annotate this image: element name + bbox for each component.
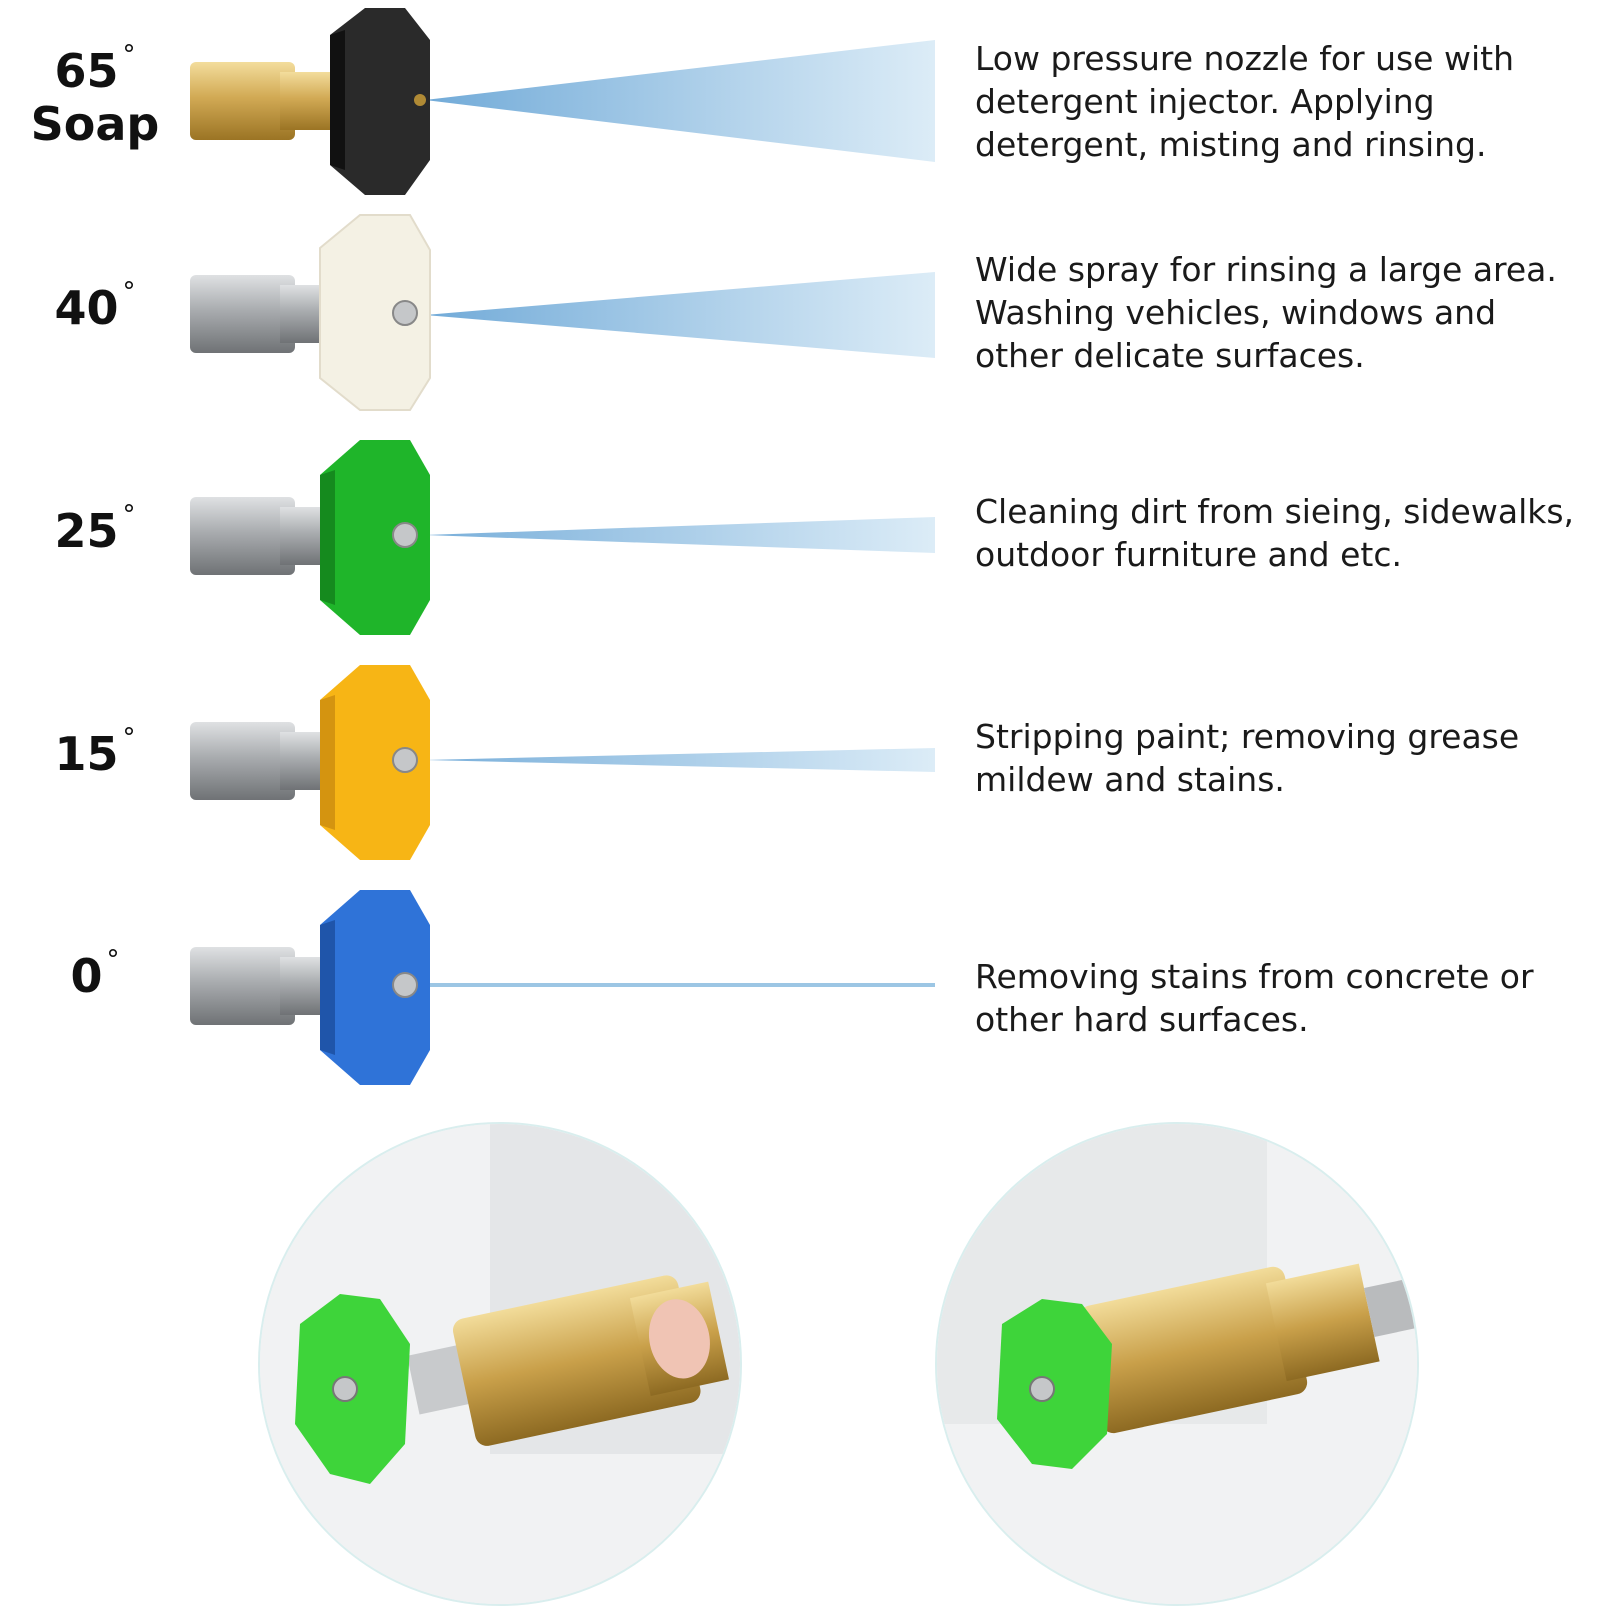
nozzle-row-65: 65° Soap Low pressure nozzle for use wit…	[0, 0, 1601, 220]
degree-symbol: °	[122, 723, 136, 753]
spray-fan	[425, 517, 935, 553]
steel-coupler	[190, 497, 295, 575]
cap-blue	[320, 890, 430, 1085]
spray-fan	[425, 40, 935, 162]
nozzle-insertion-photo	[258, 1122, 742, 1606]
angle-label: 15°	[20, 723, 170, 781]
angle-value: 0	[70, 949, 103, 1003]
nozzle-graphic-black	[190, 8, 935, 195]
degree-symbol: °	[122, 500, 136, 530]
nozzle-description: Wide spray for rinsing a large area. Was…	[975, 250, 1557, 375]
steel-coupler	[190, 722, 295, 800]
green-cap	[997, 1299, 1112, 1469]
nozzle-graphic-green	[190, 440, 935, 635]
nozzle-description: Removing stains from concrete or other h…	[975, 957, 1534, 1039]
installed-illustration	[937, 1124, 1417, 1604]
spray-fan	[425, 272, 935, 358]
nozzle-graphic-blue	[190, 890, 935, 1085]
nozzle-description: Stripping paint; removing grease mildew …	[975, 717, 1520, 799]
cap-green	[320, 440, 430, 635]
nozzle-installed-photo	[935, 1122, 1419, 1606]
spray-fan	[425, 748, 935, 772]
insertion-illustration	[260, 1124, 740, 1604]
nozzle-graphic-white	[190, 214, 935, 411]
nozzle-row-25: 25° Cleaning dirt from sieing, sidewalks…	[0, 435, 1601, 655]
angle-label: 25°	[20, 500, 170, 558]
degree-symbol: °	[122, 40, 136, 70]
cap-white	[319, 214, 431, 411]
cap-black	[330, 8, 430, 195]
steel-coupler	[190, 275, 295, 353]
degree-symbol: °	[122, 277, 136, 307]
nozzle-description: Cleaning dirt from sieing, sidewalks, ou…	[975, 492, 1575, 574]
angle-sub-label: Soap	[30, 96, 160, 151]
brass-coupler	[190, 62, 295, 140]
angle-label: 65° Soap	[20, 40, 170, 151]
steel-coupler	[190, 947, 295, 1025]
angle-value: 25	[54, 504, 119, 558]
angle-label: 0°	[20, 945, 170, 1003]
angle-value: 40	[54, 281, 119, 335]
nozzle-description: Low pressure nozzle for use with deterge…	[975, 39, 1514, 164]
nozzle-graphic-yellow	[190, 665, 935, 860]
nozzle-row-40: 40° Wide spray for rinsing a large area.…	[0, 210, 1601, 430]
angle-label: 40°	[20, 277, 170, 335]
nozzle-row-15: 15° Stripping paint; removing grease mil…	[0, 660, 1601, 880]
angle-value: 65	[54, 44, 119, 98]
cap-yellow	[320, 665, 430, 860]
nozzle-row-0: 0° Removing stains from concrete or othe…	[0, 885, 1601, 1105]
angle-value: 15	[54, 727, 119, 781]
degree-symbol: °	[106, 945, 120, 975]
